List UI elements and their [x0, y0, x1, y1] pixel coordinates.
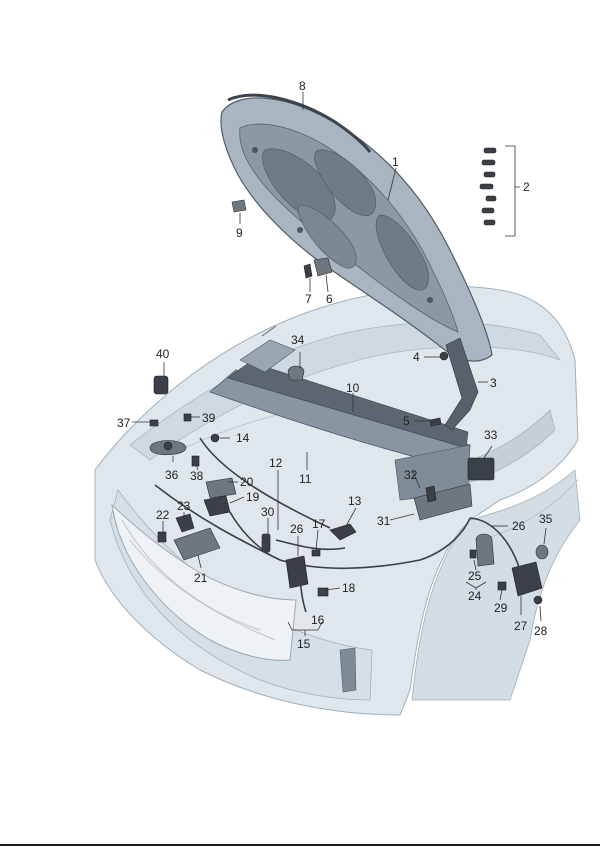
- callout-30: 30: [261, 505, 275, 519]
- callout-12: 12: [269, 456, 283, 470]
- callout-13: 13: [348, 494, 362, 508]
- callout-23: 23: [177, 499, 191, 513]
- callout-16: 16: [311, 613, 325, 627]
- callout-29: 29: [494, 601, 508, 615]
- callout-8: 8: [299, 79, 306, 93]
- callout-32: 32: [404, 468, 418, 482]
- callout-4: 4: [413, 350, 420, 364]
- callout-38: 38: [190, 469, 204, 483]
- callout-9: 9: [236, 226, 243, 240]
- callout-35: 35: [539, 512, 553, 526]
- callout-14: 14: [236, 431, 250, 445]
- callout-37: 37: [117, 416, 131, 430]
- footer-rule: [0, 844, 600, 846]
- callout-19: 19: [246, 490, 260, 504]
- callout-15: 15: [297, 637, 311, 651]
- callout-31: 31: [377, 514, 391, 528]
- callout-1: 1: [392, 155, 399, 169]
- callout-21: 21: [194, 571, 208, 585]
- callout-25: 25: [468, 569, 482, 583]
- callout-3: 3: [490, 376, 497, 390]
- hood-panel: [220, 93, 493, 362]
- callout-10: 10: [346, 381, 360, 395]
- callout-18: 18: [342, 581, 356, 595]
- callout-17: 17: [312, 517, 326, 531]
- callout-39: 39: [202, 411, 216, 425]
- callout-20: 20: [240, 475, 254, 489]
- callouts: 1 2 3 4 5 6 7 8 9 10 11 12 13 14 15 16 1…: [117, 79, 553, 651]
- callout-6: 6: [326, 292, 333, 306]
- callout-26b: 26: [512, 519, 526, 533]
- plenum-panel: [209, 325, 479, 501]
- callout-33: 33: [484, 428, 498, 442]
- callout-26: 26: [290, 522, 304, 536]
- callout-27: 27: [514, 619, 528, 633]
- callout-34: 34: [291, 333, 305, 347]
- callout-40: 40: [156, 347, 170, 361]
- cables: [154, 437, 521, 613]
- callout-5: 5: [403, 414, 410, 428]
- callout-11: 11: [299, 472, 312, 486]
- leader-lines: [132, 92, 547, 636]
- callout-28: 28: [534, 624, 548, 638]
- callout-36: 36: [165, 468, 179, 482]
- small-parts: [149, 147, 549, 605]
- callout-2: 2: [523, 180, 530, 194]
- callout-22: 22: [156, 508, 170, 522]
- screw-set-icon: [479, 147, 497, 226]
- callout-24: 24: [468, 589, 482, 603]
- callout-7: 7: [305, 292, 312, 306]
